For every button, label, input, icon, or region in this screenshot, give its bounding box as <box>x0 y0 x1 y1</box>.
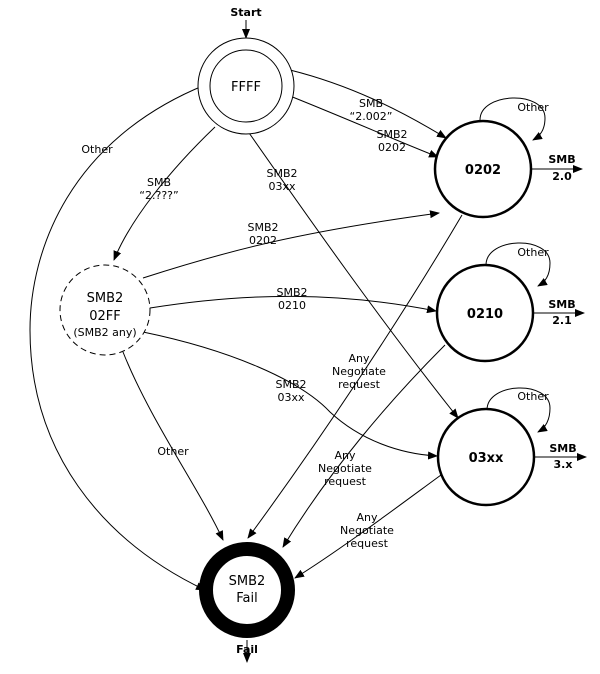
state-fail-line2: Fail <box>236 591 257 606</box>
self-loop-0210 <box>485 242 551 287</box>
state-fail-line1: SMB2 <box>229 574 266 589</box>
edge-label-02ff-03xx-line2: 03xx <box>277 391 305 404</box>
state-0210-label: 0210 <box>467 307 503 322</box>
edge-label-smb2-0202-line2: 0202 <box>378 141 406 154</box>
edge-ffff-03xx <box>246 129 459 419</box>
state-0210: 0210 <box>435 263 535 363</box>
edge-ffff-02ff <box>113 126 216 261</box>
edge-label-02ff-0202-line1: SMB2 <box>247 221 278 234</box>
edge-label-02ff-0210-line1: SMB2 <box>276 286 307 299</box>
edge-label-smb-2002-line2: “2.002” <box>350 110 393 123</box>
edge-label-02ff-other: Other <box>157 445 189 458</box>
edge-label-smb-2qqq-line1: SMB <box>147 176 171 189</box>
self-loop-03xx <box>486 387 551 433</box>
neg-label-0210-line2: Negotiate <box>318 462 372 475</box>
state-ffff-label: FFFF <box>231 80 261 95</box>
neg-label-03xx-line2: Negotiate <box>340 524 394 537</box>
edge-0202-fail <box>247 214 463 539</box>
edge-label-smb-2002-line1: SMB <box>359 97 383 110</box>
neg-label-0210-line1: Any <box>334 449 355 462</box>
output-label-0202-line1: SMB <box>548 153 575 166</box>
output-label-0210-line2: 2.1 <box>552 314 572 327</box>
output-label-0202-line2: 2.0 <box>552 170 572 183</box>
state-02ff-line1: SMB2 <box>87 291 124 306</box>
state-03xx-label: 03xx <box>469 451 504 466</box>
state-0202-label: 0202 <box>465 163 501 178</box>
neg-label-03xx-line3: request <box>346 537 389 550</box>
edge-label-ffff-other: Other <box>81 143 113 156</box>
self-loop-0202 <box>479 97 546 141</box>
edge-label-smb2-03xx-line1: SMB2 <box>266 167 297 180</box>
neg-label-0210-line3: request <box>324 475 367 488</box>
edge-label-02ff-03xx-line1: SMB2 <box>275 378 306 391</box>
neg-label-03xx-line1: Any <box>356 511 377 524</box>
output-label-03xx-line2: 3.x <box>554 458 573 471</box>
edge-label-02ff-0202-line2: 0202 <box>249 234 277 247</box>
edge-02ff-0210 <box>149 295 437 314</box>
neg-label-0202-line3: request <box>338 378 381 391</box>
neg-label-0202-line2: Negotiate <box>332 365 386 378</box>
state-0202: 0202 <box>433 119 533 219</box>
output-label-03xx-line1: SMB <box>549 442 576 455</box>
self-loop-label-03xx: Other <box>517 390 549 403</box>
neg-label-0202-line1: Any <box>348 352 369 365</box>
edge-label-smb2-0202-line1: SMB2 <box>376 128 407 141</box>
state-fail: SMB2 Fail <box>199 542 295 638</box>
state-02ff-line2: 02FF <box>89 309 121 324</box>
edge-ffff-0202-smb-2002 <box>289 69 447 139</box>
edge-label-smb2-03xx-line2: 03xx <box>268 180 296 193</box>
output-label-0210-line1: SMB <box>548 298 575 311</box>
self-loop-label-0210: Other <box>517 246 549 259</box>
edge-02ff-0202 <box>142 210 440 279</box>
edge-ffff-fail-other <box>29 84 206 591</box>
self-loop-label-0202: Other <box>517 101 549 114</box>
edge-0210-fail <box>282 344 446 548</box>
edge-02ff-fail-other <box>122 351 224 541</box>
state-02ff: SMB2 02FF (SMB2 any) <box>59 264 151 356</box>
state-02ff-line3: (SMB2 any) <box>73 326 136 339</box>
edge-label-smb-2qqq-line2: “2.???” <box>139 189 178 202</box>
state-03xx: 03xx <box>436 407 536 507</box>
state-ffff: FFFF <box>197 37 295 135</box>
edge-03xx-fail <box>294 474 442 579</box>
edge-02ff-03xx <box>142 331 438 460</box>
edge-label-02ff-0210-line2: 0210 <box>278 299 306 312</box>
edge-ffff-0202-smb2-0202 <box>289 95 439 158</box>
fail-label: Fail <box>236 643 258 656</box>
start-label: Start <box>230 6 261 19</box>
